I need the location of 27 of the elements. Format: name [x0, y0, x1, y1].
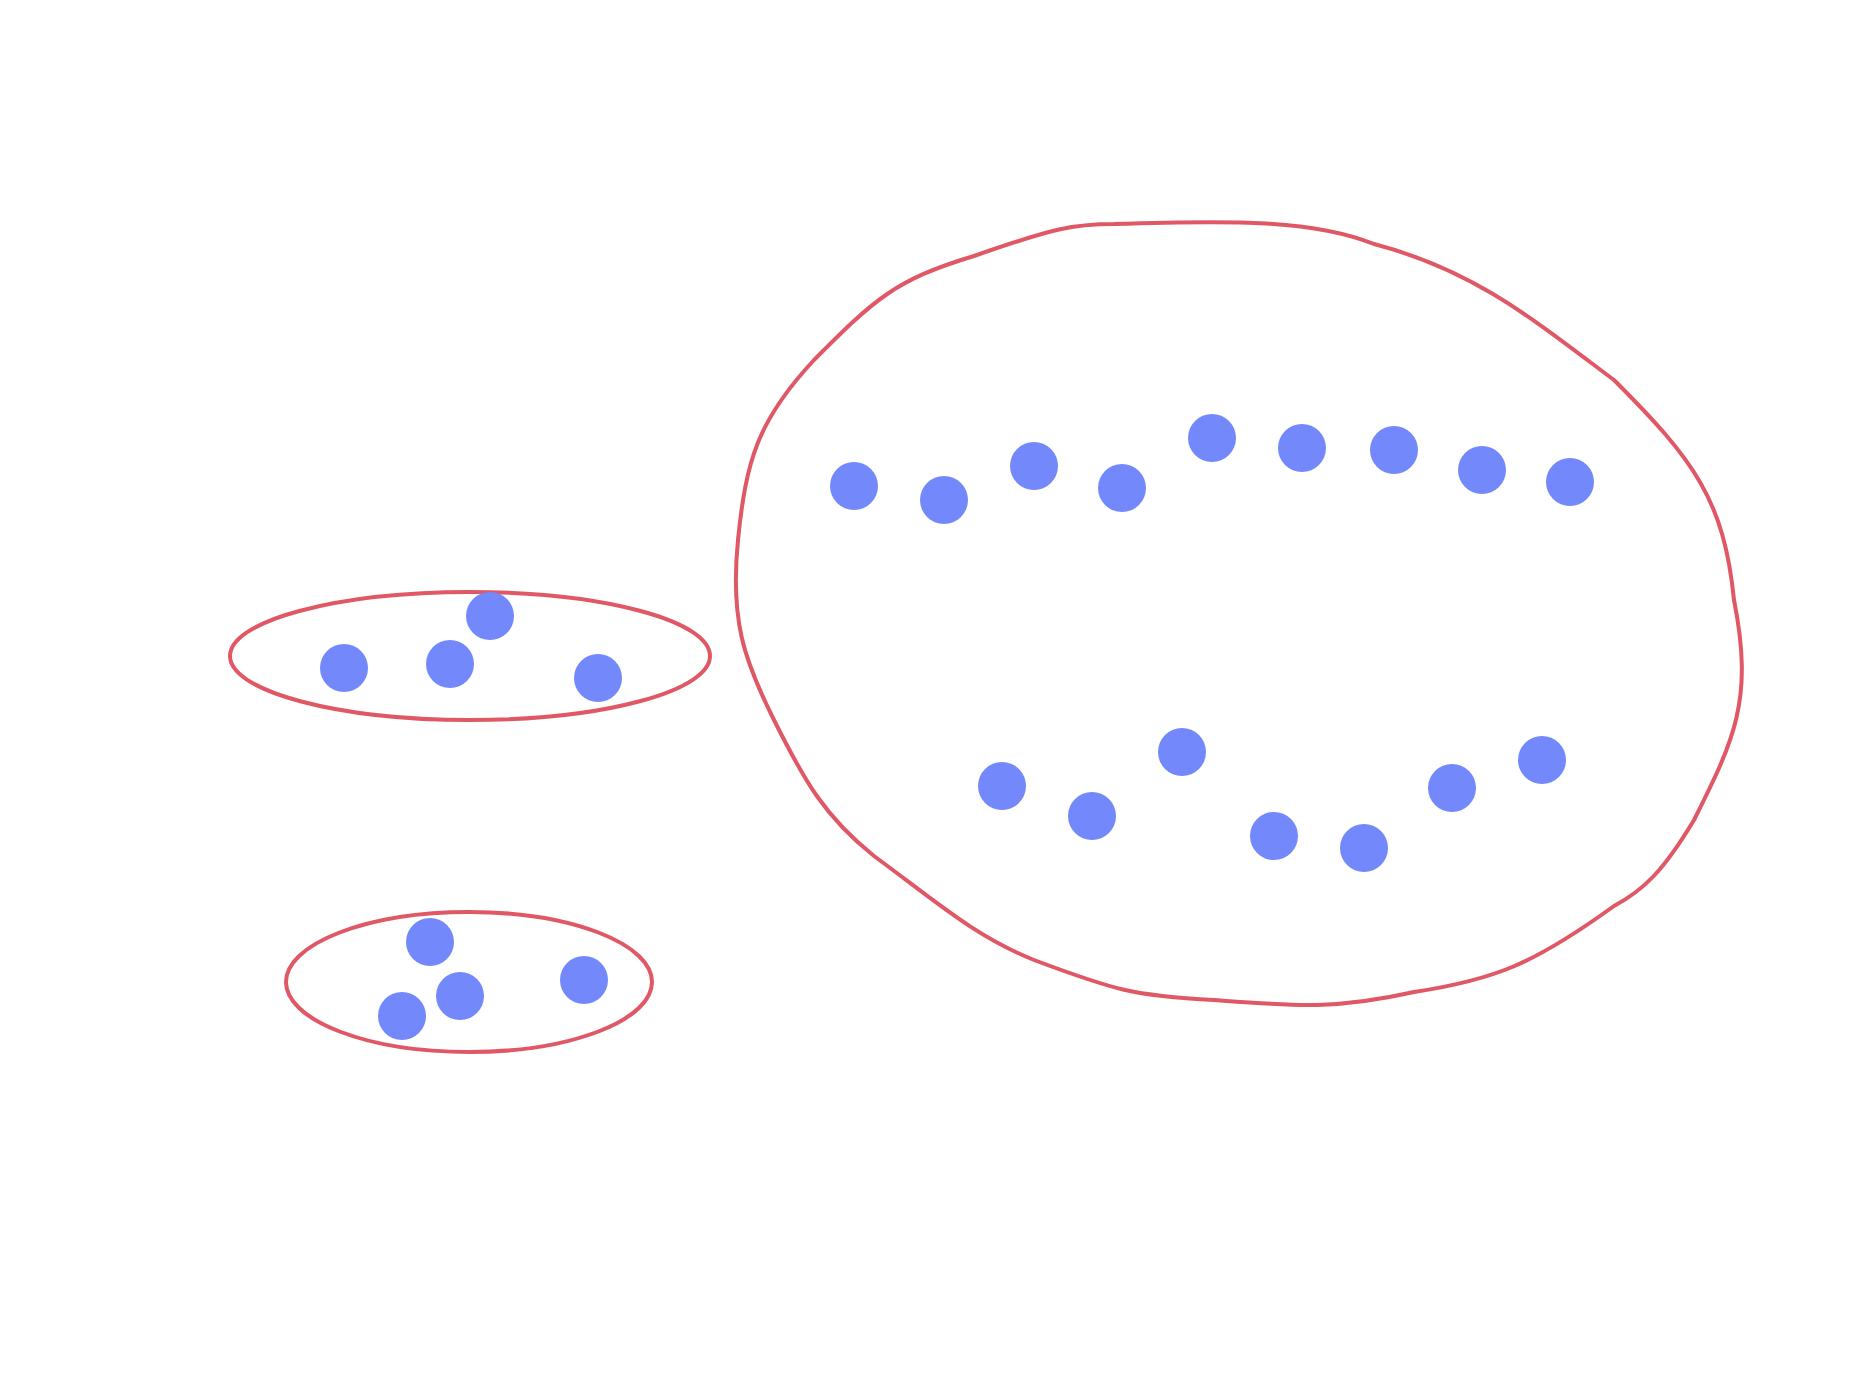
- data-point: [1098, 464, 1146, 512]
- cluster-outline: [734, 220, 1744, 1006]
- cluster-outline: [228, 590, 712, 722]
- data-point: [1546, 458, 1594, 506]
- cluster-outline: [284, 910, 654, 1054]
- data-point: [406, 918, 454, 966]
- data-point: [560, 956, 608, 1004]
- data-point: [830, 462, 878, 510]
- data-point: [436, 972, 484, 1020]
- data-point: [466, 592, 514, 640]
- data-point: [378, 992, 426, 1040]
- data-point: [1250, 812, 1298, 860]
- data-point: [1428, 764, 1476, 812]
- data-point: [1518, 736, 1566, 784]
- data-point: [426, 640, 474, 688]
- data-point: [1340, 824, 1388, 872]
- data-point: [320, 644, 368, 692]
- data-point: [978, 762, 1026, 810]
- data-point: [920, 476, 968, 524]
- data-point: [1010, 442, 1058, 490]
- data-point: [1158, 728, 1206, 776]
- data-point: [1278, 424, 1326, 472]
- data-point: [1458, 446, 1506, 494]
- data-point: [1188, 414, 1236, 462]
- data-point: [574, 654, 622, 702]
- data-point: [1370, 426, 1418, 474]
- data-point: [1068, 792, 1116, 840]
